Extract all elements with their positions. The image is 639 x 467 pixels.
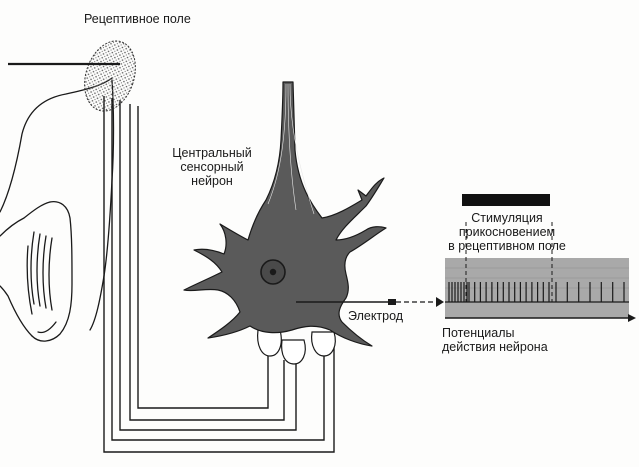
hand-outline	[0, 77, 115, 342]
electrode-arrowhead	[436, 297, 444, 307]
stimulation-label-line-3: в рецептивном поле	[448, 239, 566, 253]
electrode-tip	[388, 299, 396, 305]
stimulation-label: Стимуляция прикосновением в рецептивном …	[432, 211, 582, 253]
receptive-field-label: Рецептивное поле	[84, 12, 191, 26]
electrode-label: Электрод	[348, 309, 404, 323]
sensory-neuron-body	[183, 81, 387, 347]
central-neuron-label-line-1: Центральный	[172, 146, 252, 160]
synaptic-terminals	[257, 329, 336, 365]
stimulus-bar	[462, 194, 550, 206]
spike-train	[448, 282, 625, 302]
afferent-fibers	[103, 96, 335, 453]
central-neuron-label-line-2: сенсорный	[180, 160, 244, 174]
time-axis-arrowhead	[628, 314, 636, 322]
stimulation-label-line-2: прикосновением	[458, 225, 556, 239]
axon-striations	[267, 83, 315, 215]
receptive-field-patch	[84, 40, 136, 112]
action-potentials-label-line-2: действия нейрона	[442, 340, 548, 354]
action-potentials-label: Потенциалы действия нейрона	[442, 326, 548, 354]
central-neuron-label: Центральный сенсорный нейрон	[160, 146, 264, 188]
action-potentials-label-line-1: Потенциалы	[442, 326, 515, 340]
stimulation-label-line-1: Стимуляция	[471, 211, 543, 225]
neuron-nucleolus	[269, 268, 277, 276]
central-neuron-label-line-3: нейрон	[191, 174, 233, 188]
